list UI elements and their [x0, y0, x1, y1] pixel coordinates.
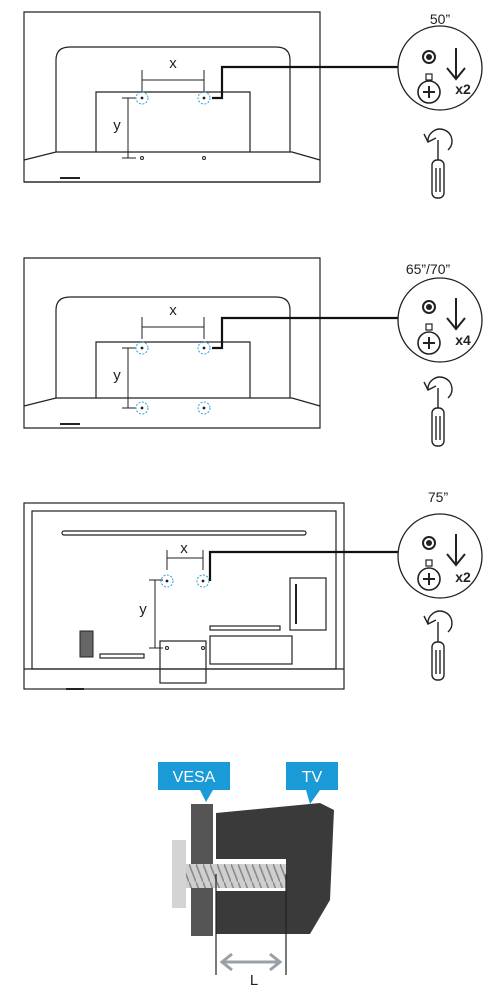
mount-hole-icon: [160, 574, 174, 588]
screw-callout: x2: [397, 25, 483, 111]
screw-count-label: x4: [455, 332, 471, 348]
callout-leader: [212, 65, 398, 100]
callout-leader: [208, 550, 398, 581]
arrow-down-icon: [446, 298, 466, 331]
length-arrow-icon: [219, 952, 283, 972]
screw-head: [172, 840, 186, 908]
arrow-down-icon: [446, 48, 466, 81]
vesa-tag-label: VESA: [173, 769, 216, 786]
screwdriver-icon: [423, 376, 453, 447]
mount-hole-icon: [197, 91, 211, 105]
dim-y-label: y: [139, 601, 147, 618]
section-50: x y 50” x2: [23, 11, 483, 199]
screw-count-label: x2: [455, 81, 471, 97]
dim-y-label: y: [113, 117, 121, 134]
tv-back-outline: [23, 502, 345, 690]
dim-y: [122, 97, 136, 159]
screw-callout: x4: [397, 277, 483, 363]
mount-hole-icon: [197, 401, 211, 415]
dim-x-label: x: [180, 540, 188, 557]
tv-size-label: 75”: [428, 489, 449, 505]
tv-back-outline: [23, 11, 321, 183]
screw-shaft: [186, 864, 286, 888]
dim-x: [141, 317, 205, 339]
screw-callout: x2: [397, 513, 483, 599]
port-block: [79, 630, 94, 658]
screw-count-label: x2: [455, 569, 471, 585]
tv-back-outline: [23, 257, 321, 429]
mount-hole-icon: [135, 401, 149, 415]
callout-leader: [212, 316, 398, 350]
tv-size-label: 65”/70”: [406, 261, 451, 277]
screwdriver-icon: [423, 610, 453, 681]
dim-y-label: y: [113, 367, 121, 384]
mount-hole-icon: [197, 341, 211, 355]
length-label: L: [250, 972, 258, 988]
tv-tag: TV: [286, 762, 338, 804]
tv-size-label: 50”: [430, 11, 451, 27]
vesa-tag: VESA: [158, 762, 230, 802]
arrow-down-icon: [446, 534, 466, 567]
dim-y: [149, 579, 163, 649]
screw-length-detail: L VESA TV: [158, 762, 338, 988]
section-65-70: x y 65”/70” x4: [23, 257, 483, 447]
screwdriver-icon: [423, 128, 453, 199]
dim-x: [141, 70, 205, 92]
dim-x-label: x: [169, 55, 177, 72]
dim-x: [166, 550, 204, 570]
dim-x-label: x: [169, 302, 177, 319]
dim-y: [122, 347, 136, 409]
tv-tag-label: TV: [302, 769, 323, 786]
mount-hole-icon: [135, 341, 149, 355]
mount-hole-icon: [135, 91, 149, 105]
section-75: x y 75” x2: [23, 489, 483, 690]
